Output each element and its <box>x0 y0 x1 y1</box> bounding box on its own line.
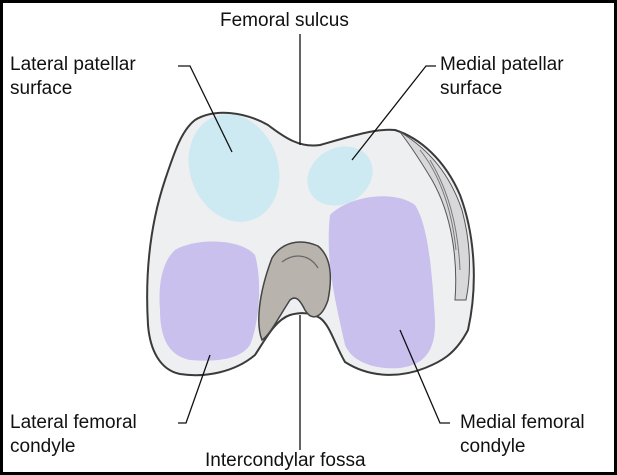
medial-femoral-condyle-area <box>329 196 435 368</box>
label-intercondylar-fossa: Intercondylar fossa <box>205 450 366 472</box>
label-medial-femoral-line2: condyle <box>460 436 526 458</box>
label-femoral-sulcus: Femoral sulcus <box>220 10 349 32</box>
label-medial-patellar-line2: surface <box>440 78 502 100</box>
label-lateral-patellar-line1: Lateral patellar <box>10 54 136 76</box>
lateral-femoral-condyle-area <box>160 242 260 361</box>
label-medial-patellar-line1: Medial patellar <box>440 54 564 76</box>
label-lateral-femoral-line1: Lateral femoral <box>10 412 137 434</box>
label-medial-femoral-line1: Medial femoral <box>460 412 585 434</box>
label-lateral-femoral-line2: condyle <box>10 436 76 458</box>
label-lateral-patellar-line2: surface <box>10 78 72 100</box>
